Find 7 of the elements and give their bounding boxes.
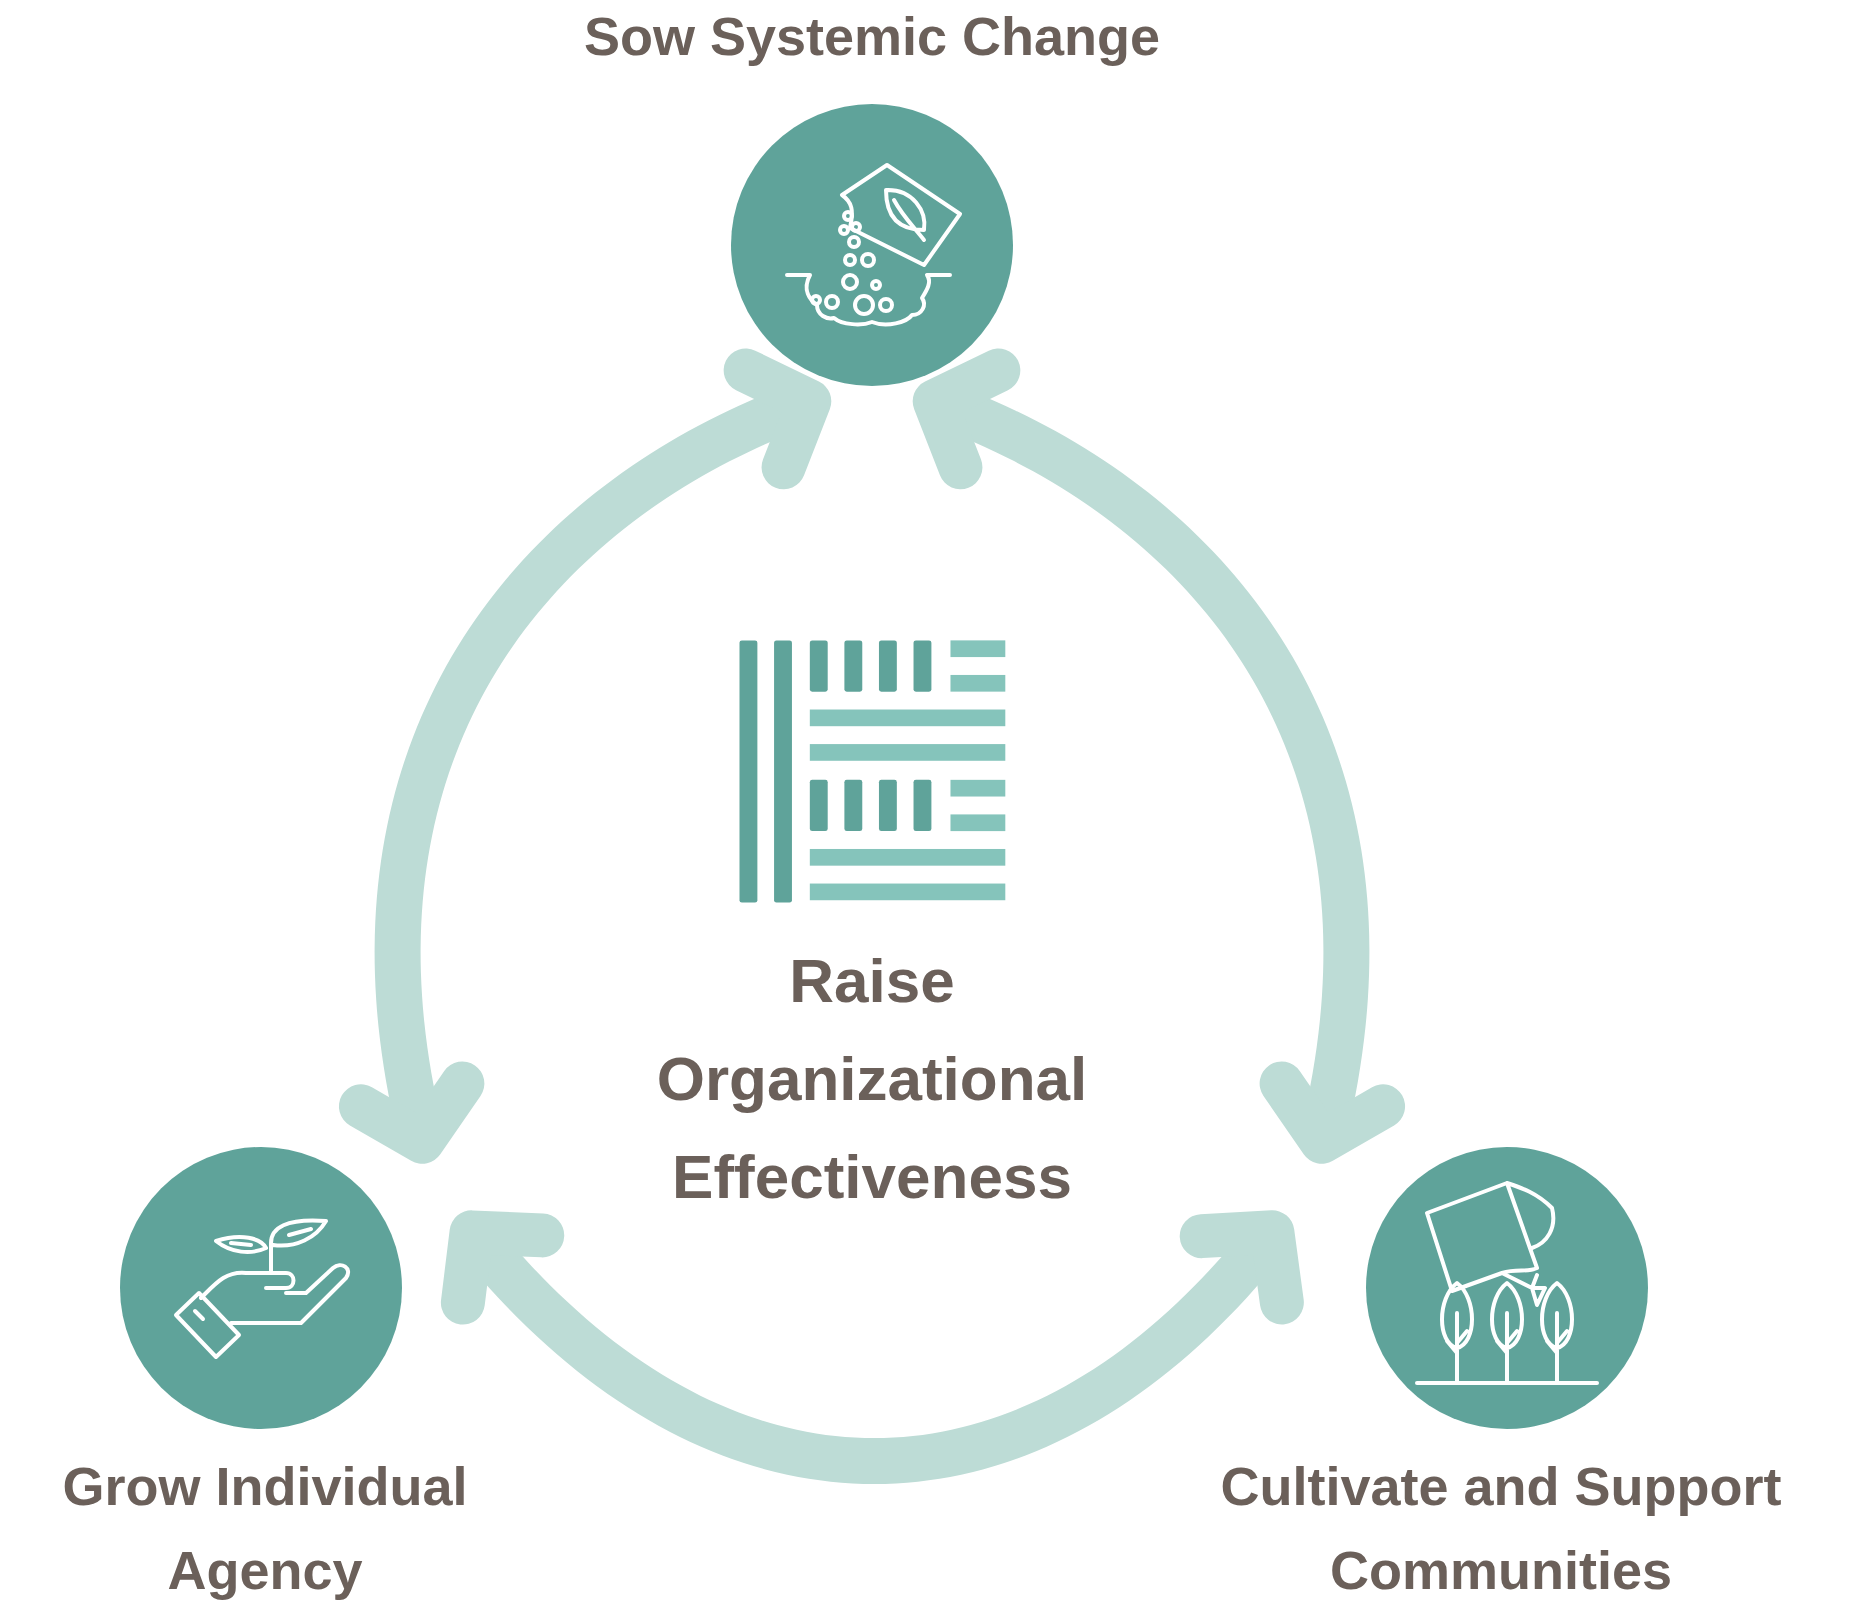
center-title: Raise Organizational Effectiveness bbox=[655, 945, 1089, 1213]
cycle-arrow bbox=[338, 348, 832, 1164]
heading: Cultivate and Support Communities bbox=[1219, 1455, 1783, 1602]
heading: Sow Systemic Change bbox=[582, 5, 1162, 68]
cycle-arrow bbox=[912, 348, 1406, 1164]
cycle-arrow bbox=[440, 1210, 1304, 1485]
heading: Grow Individual Agency bbox=[61, 1455, 469, 1602]
